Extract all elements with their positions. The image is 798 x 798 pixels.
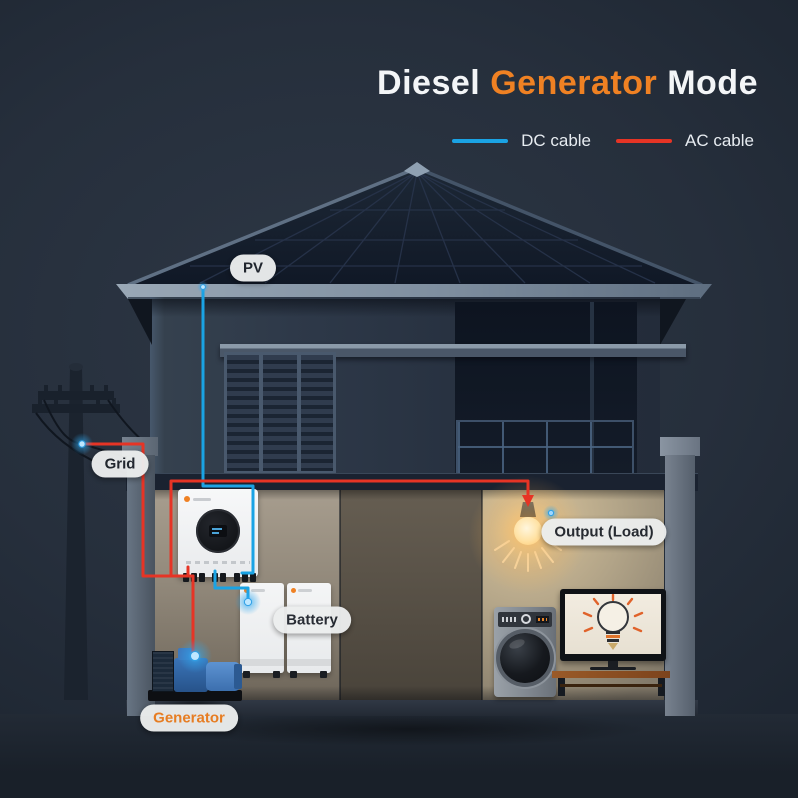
page-title: Diesel Generator Mode: [377, 64, 758, 103]
inverter-logo-icon: [184, 496, 190, 502]
hybrid-inverter: [178, 489, 258, 582]
battery-logo-text: [251, 589, 265, 592]
battery-label-text: Battery: [286, 611, 338, 629]
tv-screen: [565, 593, 661, 654]
generator-label-text: Generator: [153, 709, 225, 727]
grid-label: Grid: [91, 450, 149, 478]
dc-cable-pv-to-inverter: [201, 285, 255, 575]
battery-foot: [290, 671, 297, 678]
dc-cable-swatch-icon: [452, 139, 509, 143]
washer-buttons: [502, 617, 516, 622]
title-word-generator: Generator: [490, 64, 658, 102]
tv-screen-bulb-icon: [582, 593, 644, 650]
diesel-generator-base: [148, 690, 242, 701]
louver-mullion: [259, 352, 263, 474]
building-base: [126, 700, 698, 716]
right-pillar: [665, 455, 695, 716]
pv-label: PV: [229, 254, 277, 282]
middle-room-wall: [340, 490, 482, 700]
pv-label-text: PV: [242, 259, 264, 277]
washer-door: [500, 633, 550, 683]
output-load-label: Output (Load): [541, 518, 667, 546]
battery-logo-icon: [291, 588, 296, 593]
inverter-port: [199, 573, 205, 582]
grid-label-text: Grid: [104, 455, 136, 473]
generator-label: Generator: [140, 704, 238, 732]
bench-leg: [558, 678, 565, 696]
inverter-screen: [209, 525, 227, 537]
connection-dot-load: [543, 505, 559, 521]
inverter-port: [250, 573, 256, 582]
bench-shelf: [560, 684, 662, 687]
washer-display: [536, 616, 549, 623]
load-arrow-icon: [522, 495, 534, 507]
battery-label: Battery: [273, 606, 351, 634]
inverter-port: [220, 573, 226, 582]
balcony-opening-divider: [590, 302, 594, 477]
title-word-diesel: Diesel: [377, 64, 481, 102]
ceiling-shadow: [154, 490, 664, 500]
generator-shadow: [146, 698, 246, 708]
bulb-socket: [520, 502, 536, 517]
title-word-mode: Mode: [667, 64, 758, 102]
washer-control-panel: [498, 612, 552, 627]
diesel-generator-radiator: [152, 651, 174, 692]
connection-dot-grid: [71, 433, 93, 455]
ground: [0, 714, 798, 798]
bulb-rays: [494, 540, 562, 572]
left-pillar: [127, 455, 155, 716]
washer-knob: [521, 614, 531, 624]
battery-foot: [243, 671, 250, 678]
ac-cable-grid-to-inverter: [82, 442, 195, 578]
output-load-label-text: Output (Load): [554, 523, 654, 541]
inverter-vents: [186, 561, 250, 564]
room-divider: [339, 490, 341, 700]
ac-cable-inverter-to-load: [169, 479, 530, 578]
dc-cable-legend-label: DC cable: [521, 131, 592, 150]
balcony-beam: [220, 344, 686, 357]
tv-neck: [608, 661, 618, 668]
inverter-port: [242, 573, 248, 582]
ac-cable-swatch-icon: [616, 139, 673, 143]
louver-window: [224, 352, 336, 474]
battery-base-strip: [287, 659, 331, 666]
battery-logo-text: [298, 589, 312, 592]
battery-base-strip: [240, 659, 284, 666]
tv-bench: [552, 671, 670, 678]
tv-base: [590, 667, 636, 670]
connection-dot-battery: [235, 589, 261, 615]
ac-cable-legend-label: AC cable: [685, 131, 754, 150]
pv-roof: [116, 162, 712, 299]
battery-foot: [273, 671, 280, 678]
inverter-display: [196, 509, 240, 553]
louver-mullion: [297, 352, 301, 474]
cable-legend: DC cable AC cable: [452, 131, 754, 151]
tv: [560, 589, 666, 661]
diesel-generator-grill: [234, 664, 242, 689]
connection-dot-generator: [178, 639, 212, 673]
inverter-port: [234, 573, 240, 582]
battery-foot: [320, 671, 327, 678]
room-divider: [481, 490, 483, 700]
light-bulb: [514, 517, 542, 545]
inverter-logo-text: [193, 498, 211, 501]
connection-dot-pv: [197, 281, 209, 293]
washing-machine: [494, 607, 556, 697]
right-pillar-cap: [660, 437, 700, 456]
upper-wall-edge-highlight: [150, 297, 164, 477]
bench-leg: [658, 678, 665, 696]
